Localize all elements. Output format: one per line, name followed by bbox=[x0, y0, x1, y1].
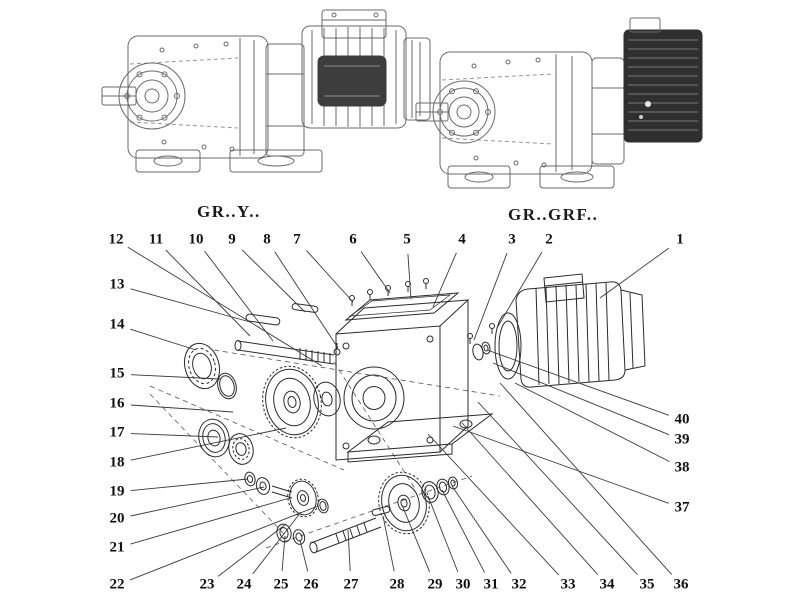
callout-9: 9 bbox=[228, 231, 236, 248]
motor-assembly bbox=[467, 273, 646, 388]
callout-4: 4 bbox=[458, 231, 466, 248]
callout-6: 6 bbox=[349, 231, 357, 248]
gearbox-housing bbox=[333, 278, 494, 463]
callout-12: 12 bbox=[108, 231, 124, 248]
intermediate-parts bbox=[244, 471, 329, 518]
callout-40: 40 bbox=[674, 411, 690, 428]
gear-spacer bbox=[313, 381, 341, 417]
callout-14: 14 bbox=[109, 316, 125, 333]
callout-37: 37 bbox=[674, 499, 690, 516]
large-gear bbox=[262, 365, 322, 439]
callout-17: 17 bbox=[109, 424, 125, 441]
callout-33: 33 bbox=[560, 576, 576, 593]
callout-27: 27 bbox=[343, 576, 359, 593]
illustration-gr-grf bbox=[415, 17, 703, 189]
callout-8: 8 bbox=[263, 231, 271, 248]
callout-30: 30 bbox=[455, 576, 471, 593]
callout-39: 39 bbox=[674, 431, 690, 448]
callout-22: 22 bbox=[109, 576, 125, 593]
callout-2: 2 bbox=[545, 231, 553, 248]
variant-label-gr-y: GR..Y.. bbox=[197, 202, 261, 221]
callout-3: 3 bbox=[508, 231, 516, 248]
callout-7: 7 bbox=[293, 231, 301, 248]
callout-18: 18 bbox=[109, 454, 125, 471]
callout-16: 16 bbox=[109, 395, 125, 412]
callout-24: 24 bbox=[236, 576, 252, 593]
input-shaft-assembly bbox=[234, 303, 335, 365]
callout-36: 36 bbox=[673, 576, 689, 593]
callout-20: 20 bbox=[109, 510, 125, 527]
variant-label-gr-grf: GR..GRF.. bbox=[508, 205, 599, 224]
callout-23: 23 bbox=[199, 576, 215, 593]
callout-26: 26 bbox=[303, 576, 319, 593]
bearing-pair bbox=[198, 418, 254, 465]
callout-19: 19 bbox=[109, 483, 125, 500]
callout-35: 35 bbox=[639, 576, 655, 593]
callout-10: 10 bbox=[188, 231, 204, 248]
callout-13: 13 bbox=[109, 276, 125, 293]
callout-5: 5 bbox=[403, 231, 411, 248]
output-shaft-assembly bbox=[276, 471, 459, 554]
callout-21: 21 bbox=[109, 539, 125, 556]
callout-32: 32 bbox=[511, 576, 527, 593]
callout-25: 25 bbox=[273, 576, 289, 593]
callout-31: 31 bbox=[483, 576, 499, 593]
callout-11: 11 bbox=[148, 231, 164, 248]
retaining-ring bbox=[217, 372, 237, 400]
illustration-gr-y bbox=[101, 9, 431, 173]
callout-15: 15 bbox=[109, 365, 125, 382]
callout-38: 38 bbox=[674, 459, 690, 476]
exploded-view bbox=[149, 273, 646, 554]
callout-34: 34 bbox=[599, 576, 615, 593]
callout-1: 1 bbox=[676, 231, 684, 248]
callout-28: 28 bbox=[389, 576, 405, 593]
callout-29: 29 bbox=[427, 576, 443, 593]
